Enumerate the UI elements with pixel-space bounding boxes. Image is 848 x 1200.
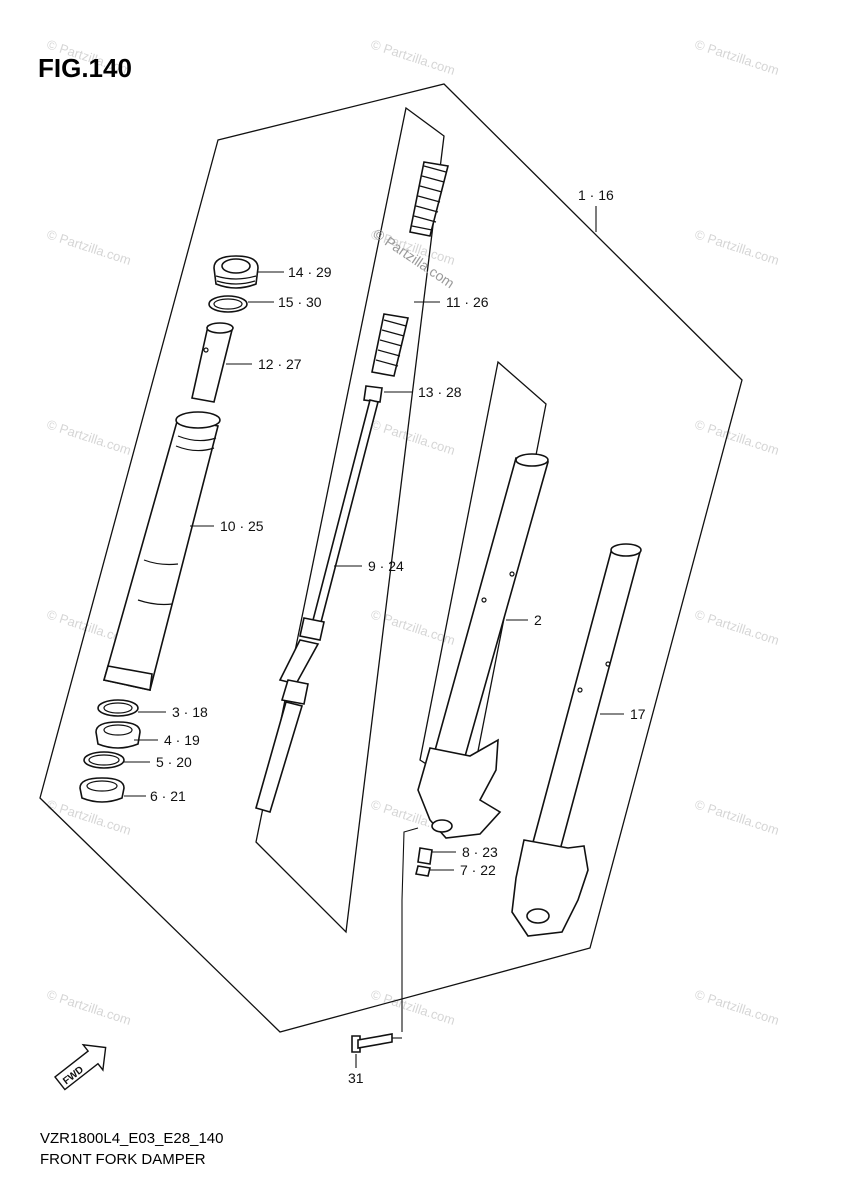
callout-2: 2 [534,612,542,628]
watermark-tile: © Partzilla.com [693,37,781,78]
callout-11-26: 11 · 26 [446,294,489,310]
footer-caption: FRONT FORK DAMPER [40,1151,206,1168]
spacer-part [191,322,234,403]
watermark-tile: © Partzilla.com [693,607,781,648]
callout-8-23: 8 · 23 [462,844,498,860]
watermark-tile: © Partzilla.com [369,417,457,458]
watermark-tile: © Partzilla.com [693,797,781,838]
callout-31: 31 [348,1070,364,1086]
spring-part [371,161,449,377]
callout-5-20: 5 · 20 [156,754,192,770]
lock-nut-part [363,385,383,403]
callout-17: 17 [630,706,646,722]
watermark-tile: © Partzilla.com [693,987,781,1028]
fwd-arrow-icon: FWD [54,1043,107,1091]
watermark-tile: © Partzilla.com [45,987,133,1028]
callout-6-21: 6 · 21 [150,788,186,804]
callout-12-27: 12 · 27 [258,356,302,372]
callout-9-24: 9 · 24 [368,558,404,574]
inner-tube-right-part [511,543,642,937]
watermark-tile: © Partzilla.com [693,417,781,458]
callout-4-19: 4 · 19 [164,732,200,748]
callout-labels: 1 · 16 14 · 29 15 · 30 12 · 27 11 · 26 1… [150,187,646,1086]
watermark-tile: © Partzilla.com [45,797,133,838]
watermark-tile: © Partzilla.com [45,227,133,268]
figure-title: FIG.140 [38,53,132,83]
callout-1-16: 1 · 16 [578,187,614,203]
assembly-frame-outer [39,83,743,1033]
damper-rod-part [255,399,379,813]
small-fittings [415,847,433,877]
inner-tube-left-part [417,453,550,839]
fork-seal-set [79,699,141,803]
callout-10-25: 10 · 25 [220,518,264,534]
outer-tube-part [102,411,221,691]
o-ring-part [208,295,248,313]
callout-7-22: 7 · 22 [460,862,496,878]
watermark-tile: © Partzilla.com [369,37,457,78]
watermark-tile: © Partzilla.com [369,987,457,1028]
bottom-bolt-part [351,1033,393,1053]
cap-bolt-part [213,255,259,289]
damper-frame [255,106,445,934]
callout-15-30: 15 · 30 [278,294,322,310]
footer-code: VZR1800L4_E03_E28_140 [40,1130,224,1147]
watermark-tile: © Partzilla.com [693,227,781,268]
callout-13-28: 13 · 28 [418,384,462,400]
callout-14-29: 14 · 29 [288,264,332,280]
leader-lines [124,206,624,1068]
callout-3-18: 3 · 18 [172,704,208,720]
watermark-tile: © Partzilla.com [45,417,133,458]
